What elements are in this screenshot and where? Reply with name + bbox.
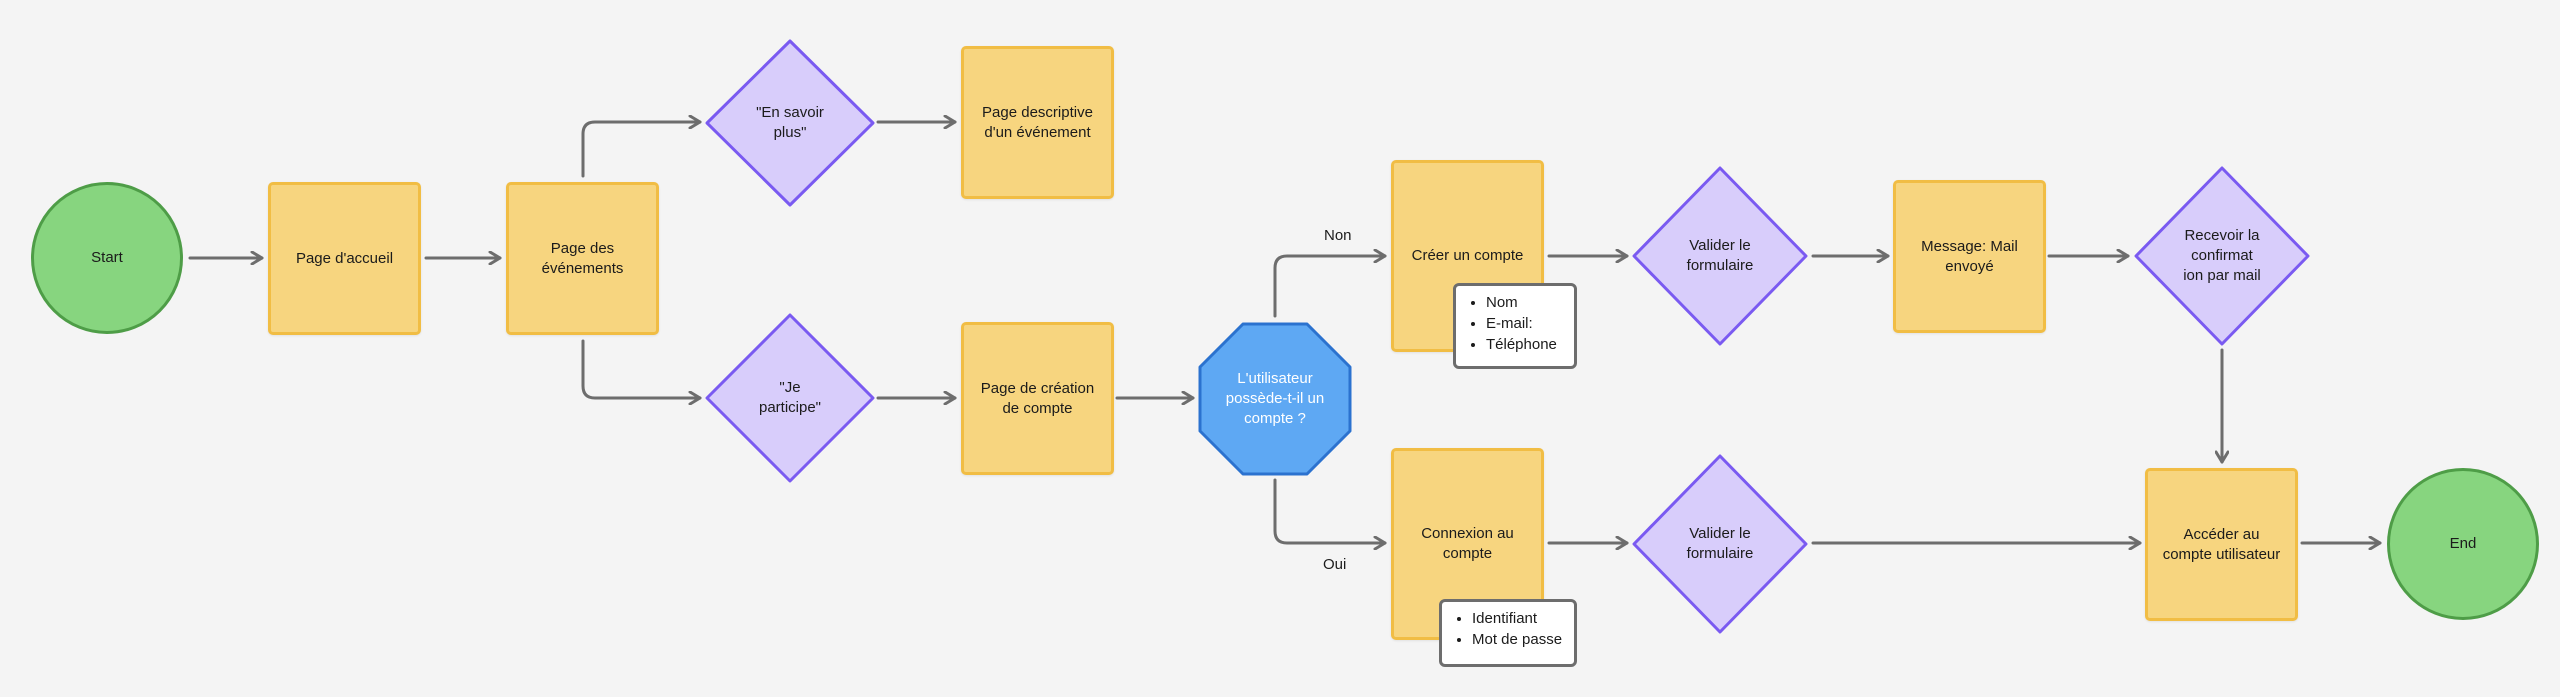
diamond-shape <box>705 39 875 207</box>
has-account-question[interactable]: L'utilisateur possède-t-il un compte ? <box>1198 322 1352 476</box>
diamond-shape <box>705 313 875 483</box>
validate-form-top-label: Valider le formulaire <box>1686 237 1754 274</box>
learn-more-decision[interactable]: "En savoir plus" <box>704 38 876 208</box>
edge-label-yes: Oui <box>1323 556 1347 573</box>
end-label: End <box>2449 535 2477 552</box>
event-detail-node[interactable]: Page descriptive d'un événement <box>961 46 1114 199</box>
events-page-node[interactable]: Page des événements <box>506 182 659 335</box>
end-node[interactable]: End <box>2387 468 2539 620</box>
mail-sent-label: Message: Mail envoyé <box>1921 237 2018 275</box>
edge-question-login <box>1273 478 1387 543</box>
receive-confirmation-decision[interactable]: Recevoir la confirmat ion par mail <box>2133 165 2311 347</box>
edge-question-create <box>1273 256 1387 318</box>
edge-events-learnmore <box>581 122 702 178</box>
access-account-node[interactable]: Accéder au compte utilisateur <box>2145 468 2298 621</box>
note-field-item: Mot de passe <box>1472 629 1564 650</box>
create-account-page-node[interactable]: Page de création de compte <box>961 322 1114 475</box>
create-account-page-label: Page de création de compte <box>980 379 1095 417</box>
participate-decision[interactable]: "Je participe" <box>704 312 876 484</box>
receive-confirmation-label: Recevoir la confirmat ion par mail <box>2183 227 2261 284</box>
create-account-fields-note: Nom E-mail: Téléphone <box>1453 283 1577 369</box>
home-page-label: Page d'accueil <box>295 249 394 267</box>
participate-label: "Je participe" <box>758 379 822 416</box>
validate-form-bottom-decision[interactable]: Valider le formulaire <box>1631 453 1809 635</box>
validate-form-top-decision[interactable]: Valider le formulaire <box>1631 165 1809 347</box>
start-label: Start <box>91 249 123 266</box>
note-field-item: Téléphone <box>1486 334 1564 355</box>
login-label: Connexion au compte <box>1421 525 1514 562</box>
create-account-label: Créer un compte <box>1411 247 1524 264</box>
mail-sent-node[interactable]: Message: Mail envoyé <box>1893 180 2046 333</box>
learn-more-label: "En savoir plus" <box>756 104 824 141</box>
access-account-label: Accéder au compte utilisateur <box>2162 525 2281 563</box>
diamond-shape <box>2134 166 2310 346</box>
has-account-label: L'utilisateur possède-t-il un compte ? <box>1225 370 1325 427</box>
edge-label-no: Non <box>1324 227 1352 244</box>
event-detail-label: Page descriptive d'un événement <box>982 103 1093 141</box>
note-field-item: E-mail: <box>1486 313 1564 334</box>
start-node[interactable]: Start <box>31 182 183 334</box>
validate-form-bottom-label: Valider le formulaire <box>1686 525 1754 562</box>
note-field-item: Nom <box>1486 292 1564 313</box>
home-page-node[interactable]: Page d'accueil <box>268 182 421 335</box>
diamond-shape <box>1632 454 1808 634</box>
note-field-item: Identifiant <box>1472 608 1564 629</box>
login-fields-note: Identifiant Mot de passe <box>1439 599 1577 667</box>
events-page-label: Page des événements <box>541 239 624 277</box>
diamond-shape <box>1632 166 1808 346</box>
edge-events-participate <box>581 339 702 398</box>
octagon-shape <box>1198 322 1352 476</box>
